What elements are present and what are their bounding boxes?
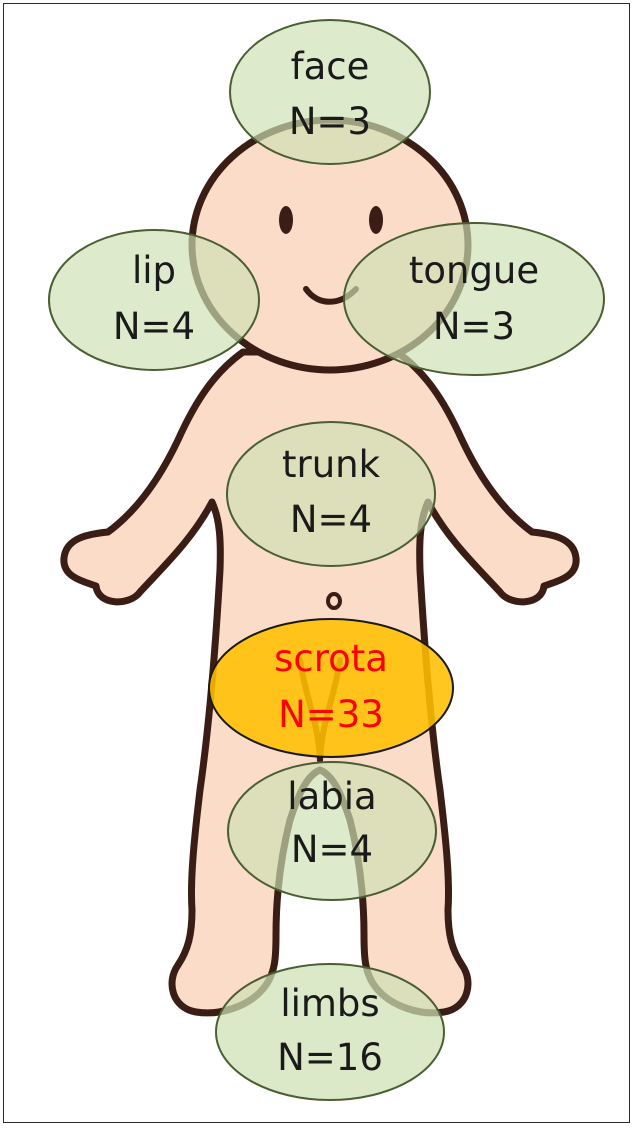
region-name: trunk bbox=[282, 443, 381, 486]
region-trunk: trunk N=4 bbox=[227, 422, 435, 566]
region-name: limbs bbox=[280, 982, 379, 1025]
region-name: face bbox=[291, 45, 370, 88]
right-eye bbox=[369, 206, 383, 234]
region-name: lip bbox=[132, 249, 176, 292]
region-name: scrota bbox=[274, 637, 388, 680]
region-labia: labia N=4 bbox=[228, 762, 436, 900]
region-count: N=3 bbox=[289, 100, 371, 143]
region-tongue-marker bbox=[344, 223, 604, 375]
region-count: N=33 bbox=[278, 693, 384, 736]
region-count: N=3 bbox=[433, 305, 515, 348]
navel bbox=[328, 594, 340, 608]
region-count: N=4 bbox=[113, 305, 195, 348]
region-scrota: scrota N=33 bbox=[209, 619, 453, 757]
region-name: labia bbox=[287, 775, 376, 818]
region-count: N=16 bbox=[277, 1036, 383, 1079]
region-lip: lip N=4 bbox=[49, 230, 259, 370]
region-tongue: tongue N=3 bbox=[344, 223, 604, 375]
region-limbs: limbs N=16 bbox=[216, 964, 444, 1100]
region-count: N=4 bbox=[290, 498, 372, 541]
region-count: N=4 bbox=[291, 828, 373, 871]
region-face: face N=3 bbox=[230, 20, 430, 164]
left-eye bbox=[279, 206, 293, 234]
region-name: tongue bbox=[409, 249, 539, 292]
